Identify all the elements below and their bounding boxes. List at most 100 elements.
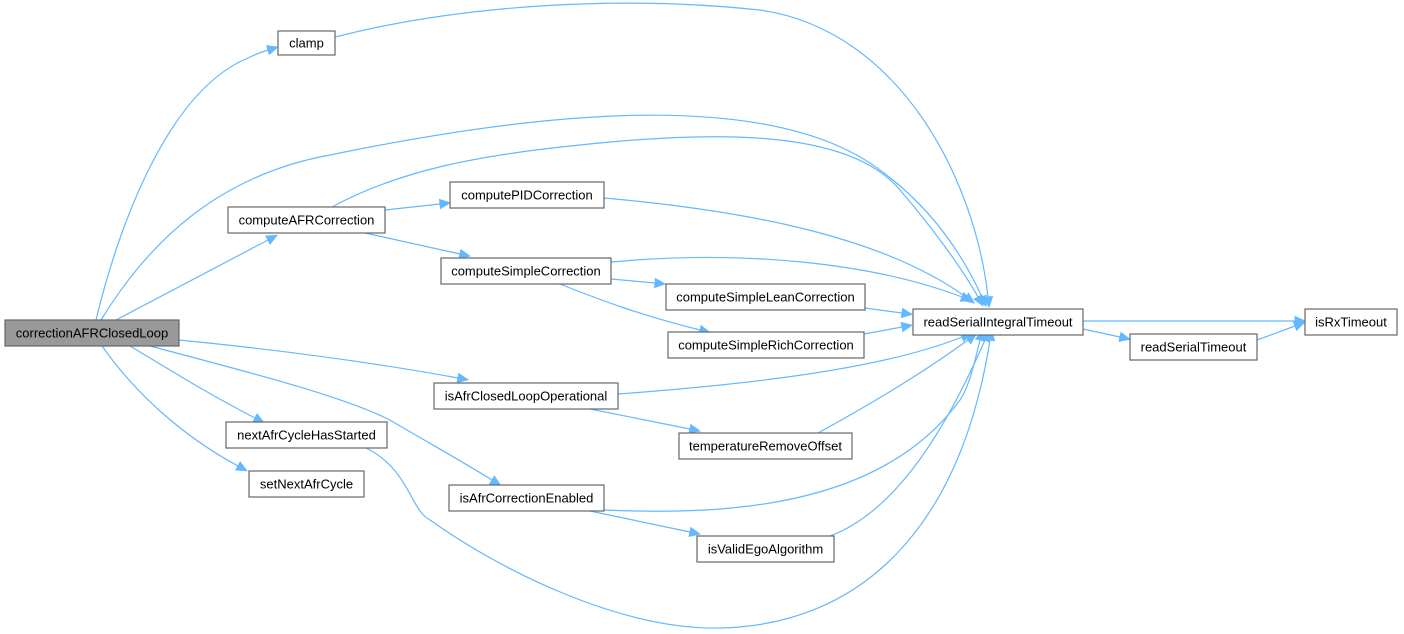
arrowhead-icon: [688, 423, 702, 435]
node-readSerialTimeout[interactable]: readSerialTimeout: [1129, 333, 1258, 361]
edge-clamp-to-readSerialIntegralTimeout: [334, 2, 994, 309]
node-computeSimpleRichCorrection[interactable]: computeSimpleRichCorrection: [667, 331, 865, 359]
node-label[interactable]: setNextAfrCycle: [260, 477, 353, 492]
arrowhead-icon: [973, 293, 984, 307]
edge-line: [178, 339, 459, 379]
node-box[interactable]: [665, 283, 866, 311]
node-computeAFRCorrection[interactable]: computeAFRCorrection: [227, 206, 386, 234]
node-box[interactable]: [449, 181, 605, 209]
node-label[interactable]: computeAFRCorrection: [239, 213, 375, 228]
edge-line: [610, 256, 963, 298]
node-isRxTimeout[interactable]: isRxTimeout: [1304, 308, 1398, 336]
node-box[interactable]: [248, 470, 365, 498]
edge-line: [115, 239, 269, 321]
arrowhead-icon: [959, 291, 973, 302]
arrowhead-icon: [654, 277, 667, 289]
node-box[interactable]: [4, 319, 180, 347]
edge-line: [863, 326, 903, 335]
node-label[interactable]: correctionAFRClosedLoop: [16, 326, 168, 341]
node-box[interactable]: [440, 257, 612, 285]
edge-line: [1082, 328, 1121, 338]
node-computeSimpleLeanCorrection[interactable]: computeSimpleLeanCorrection: [665, 283, 866, 311]
node-label[interactable]: readSerialTimeout: [1141, 340, 1247, 355]
arrowhead-icon: [488, 475, 502, 486]
edge-line: [364, 232, 461, 255]
node-box[interactable]: [448, 484, 605, 512]
edge-computeSimpleLeanCorrection-to-readSerialIntegralTimeout: [864, 307, 914, 319]
node-computePIDCorrection[interactable]: computePIDCorrection: [449, 181, 605, 209]
node-label[interactable]: computeSimpleCorrection: [451, 264, 601, 279]
node-label[interactable]: isAfrClosedLoopOperational: [445, 389, 608, 404]
node-box[interactable]: [433, 382, 619, 410]
node-readSerialIntegralTimeout[interactable]: readSerialIntegralTimeout: [912, 308, 1084, 336]
node-label[interactable]: isAfrCorrectionEnabled: [460, 491, 594, 506]
node-box[interactable]: [277, 30, 336, 56]
edge-correctionAFRClosedLoop-to-computeAFRCorrection: [115, 234, 278, 321]
node-box[interactable]: [678, 432, 853, 460]
node-nextAfrCycleHasStarted[interactable]: nextAfrCycleHasStarted: [225, 421, 388, 449]
node-label[interactable]: isRxTimeout: [1315, 315, 1387, 330]
arrowhead-icon: [266, 45, 279, 56]
edge-line: [100, 114, 983, 321]
edge-computeSimpleRichCorrection-to-readSerialIntegralTimeout: [863, 321, 914, 335]
edge-line: [331, 136, 979, 298]
edge-line: [864, 307, 903, 314]
node-label[interactable]: readSerialIntegralTimeout: [923, 315, 1072, 330]
node-box[interactable]: [1304, 308, 1398, 336]
edge-line: [365, 339, 991, 629]
edge-correctionAFRClosedLoop-to-setNextAfrCycle: [101, 345, 248, 472]
arrowhead-icon: [252, 413, 265, 424]
edge-line: [603, 197, 967, 298]
node-isValidEgoAlgorithm[interactable]: isValidEgoAlgorithm: [696, 535, 835, 563]
node-clamp[interactable]: clamp: [277, 30, 336, 56]
node-label[interactable]: isValidEgoAlgorithm: [708, 542, 823, 557]
edge-computeSimpleCorrection-to-readSerialIntegralTimeout: [610, 256, 973, 302]
node-isAfrClosedLoopOperational[interactable]: isAfrClosedLoopOperational: [433, 382, 619, 410]
node-temperatureRemoveOffset[interactable]: temperatureRemoveOffset: [678, 432, 853, 460]
edge-correctionAFRClosedLoop-to-isAfrCorrectionEnabled: [149, 345, 502, 486]
edge-line: [617, 336, 963, 395]
edge-line: [817, 339, 969, 434]
node-computeSimpleCorrection[interactable]: computeSimpleCorrection: [440, 257, 612, 285]
edge-readSerialTimeout-to-isRxTimeout: [1256, 321, 1306, 341]
edge-readSerialIntegralTimeout-to-readSerialTimeout: [1082, 328, 1131, 343]
edge-computeAFRCorrection-to-computeSimpleCorrection: [364, 232, 471, 260]
node-label[interactable]: nextAfrCycleHasStarted: [237, 428, 376, 443]
node-box[interactable]: [225, 421, 388, 449]
node-box[interactable]: [227, 206, 386, 234]
node-correctionAFRClosedLoop[interactable]: correctionAFRClosedLoop: [4, 319, 180, 347]
edge-readSerialIntegralTimeout-to-isRxTimeout: [1083, 315, 1307, 327]
edge-computeSimpleCorrection-to-computeSimpleLeanCorrection: [610, 277, 667, 289]
node-label[interactable]: temperatureRemoveOffset: [689, 439, 842, 454]
node-setNextAfrCycle[interactable]: setNextAfrCycle: [248, 470, 365, 498]
arrowhead-icon: [235, 461, 248, 472]
node-isAfrCorrectionEnabled[interactable]: isAfrCorrectionEnabled: [448, 484, 605, 512]
edge-correctionAFRClosedLoop-to-nextAfrCycleHasStarted: [129, 345, 265, 424]
node-box[interactable]: [1129, 333, 1258, 361]
arrowhead-icon: [1118, 331, 1131, 343]
edge-correctionAFRClosedLoop-to-isAfrClosedLoopOperational: [178, 339, 470, 384]
edges-layer: [95, 2, 1307, 629]
arrowhead-icon: [458, 248, 471, 260]
edge-line: [101, 345, 239, 467]
arrowhead-icon: [1292, 321, 1306, 332]
node-label[interactable]: clamp: [289, 36, 324, 51]
edge-isValidEgoAlgorithm-to-readSerialIntegralTimeout: [829, 329, 990, 537]
edge-line: [149, 345, 493, 481]
edge-line: [829, 339, 986, 537]
node-label[interactable]: computePIDCorrection: [461, 188, 593, 203]
node-box[interactable]: [912, 308, 1084, 336]
node-box[interactable]: [696, 535, 835, 563]
edge-line: [1256, 325, 1296, 341]
node-box[interactable]: [667, 331, 865, 359]
arrowhead-icon: [982, 295, 994, 309]
edge-line: [589, 408, 691, 430]
edge-isAfrCorrectionEnabled-to-isValidEgoAlgorithm: [589, 510, 701, 538]
edge-line: [559, 283, 701, 331]
node-label[interactable]: computeSimpleRichCorrection: [678, 338, 854, 353]
edge-computeAFRCorrection-to-readSerialIntegralTimeout: [331, 136, 984, 307]
arrowhead-icon: [456, 372, 470, 384]
edge-line: [129, 345, 256, 419]
node-label[interactable]: computeSimpleLeanCorrection: [676, 290, 854, 305]
